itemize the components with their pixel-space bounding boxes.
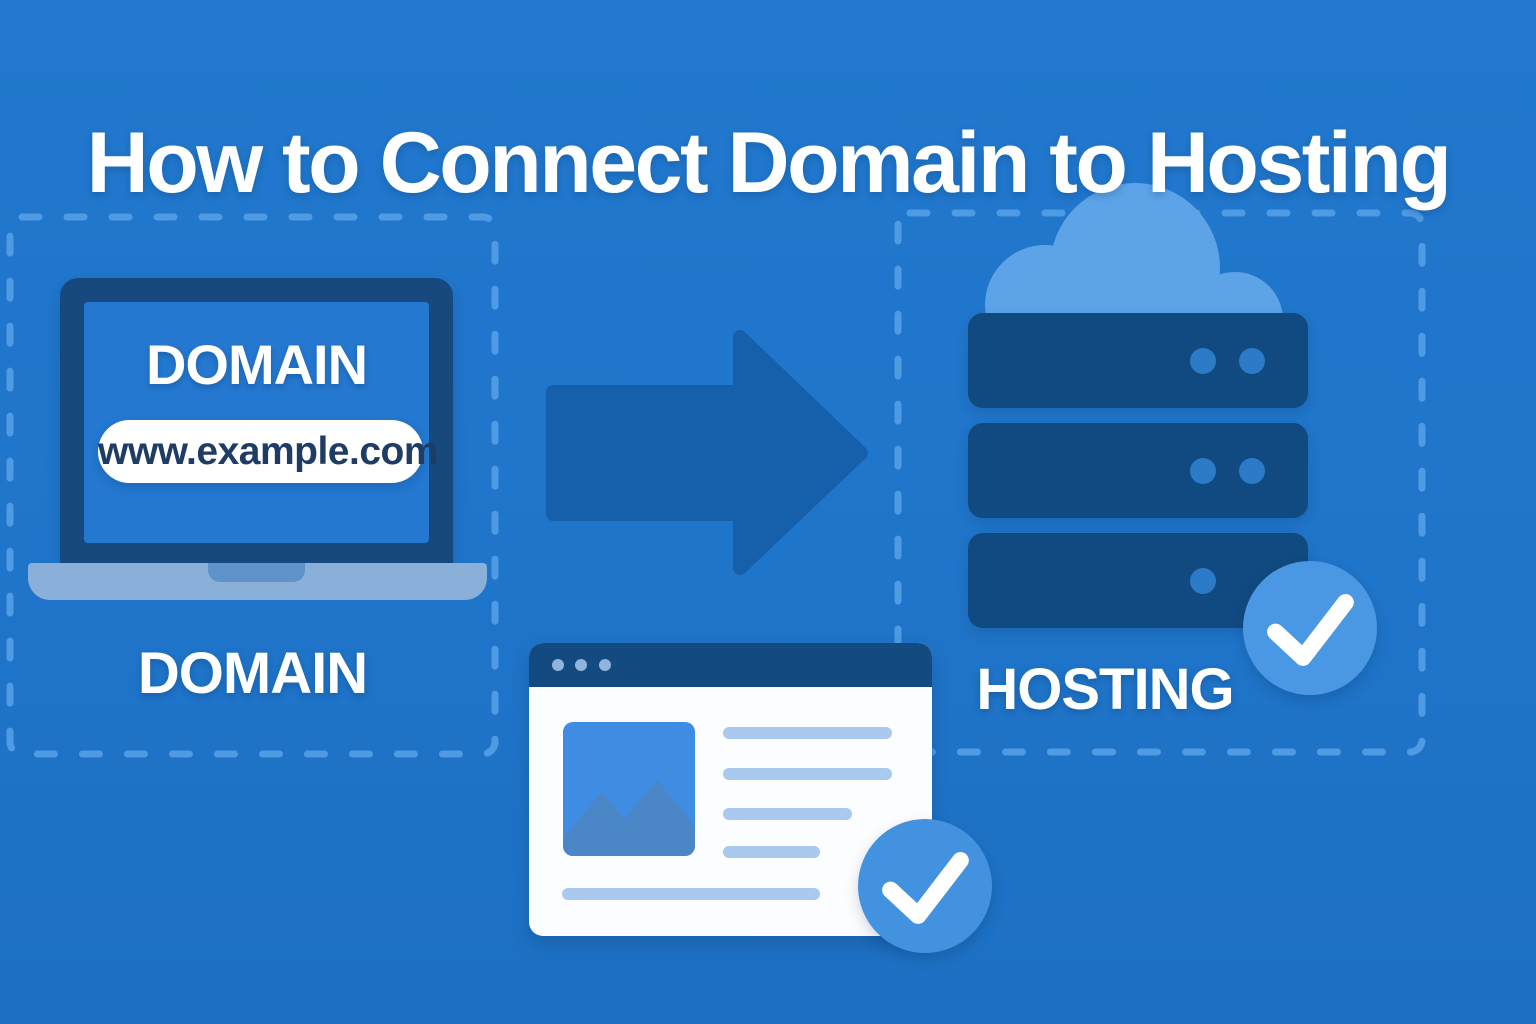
titlebar-dot-icon xyxy=(599,659,611,671)
titlebar-dot-icon xyxy=(575,659,587,671)
browser-text-line xyxy=(723,846,820,858)
browser-titlebar xyxy=(529,643,932,687)
titlebar-dot-icon xyxy=(552,659,564,671)
domain-caption: DOMAIN xyxy=(137,641,368,706)
browser-text-line xyxy=(723,768,892,780)
page-title: How to Connect Domain to Hosting xyxy=(86,114,1452,211)
server-led-icon xyxy=(1239,458,1265,484)
server-led-icon xyxy=(1190,348,1216,374)
browser-text-line xyxy=(723,727,892,739)
laptop-notch xyxy=(208,563,305,582)
laptop-screen-label: DOMAIN xyxy=(145,333,368,396)
server-rack xyxy=(968,313,1308,408)
server-led-icon xyxy=(1190,458,1216,484)
hosting-caption: HOSTING xyxy=(976,657,1234,722)
arrow-right-icon xyxy=(546,330,868,575)
browser-text-line xyxy=(723,808,852,820)
mountain-icon xyxy=(563,780,695,856)
browser-window-icon xyxy=(529,643,932,936)
check-icon xyxy=(1267,594,1354,666)
server-led-icon xyxy=(1239,348,1265,374)
domain-url-pill: www.example.com xyxy=(98,420,439,483)
cloud-icon xyxy=(985,183,1283,330)
server-led-icon xyxy=(1190,568,1216,594)
check-icon xyxy=(882,852,969,924)
browser-check-badge xyxy=(858,819,992,953)
browser-image-placeholder xyxy=(563,722,695,856)
browser-text-line xyxy=(562,888,820,900)
server-rack xyxy=(968,423,1308,518)
domain-url-text: www.example.com xyxy=(98,430,439,473)
hosting-check-badge xyxy=(1243,561,1377,695)
